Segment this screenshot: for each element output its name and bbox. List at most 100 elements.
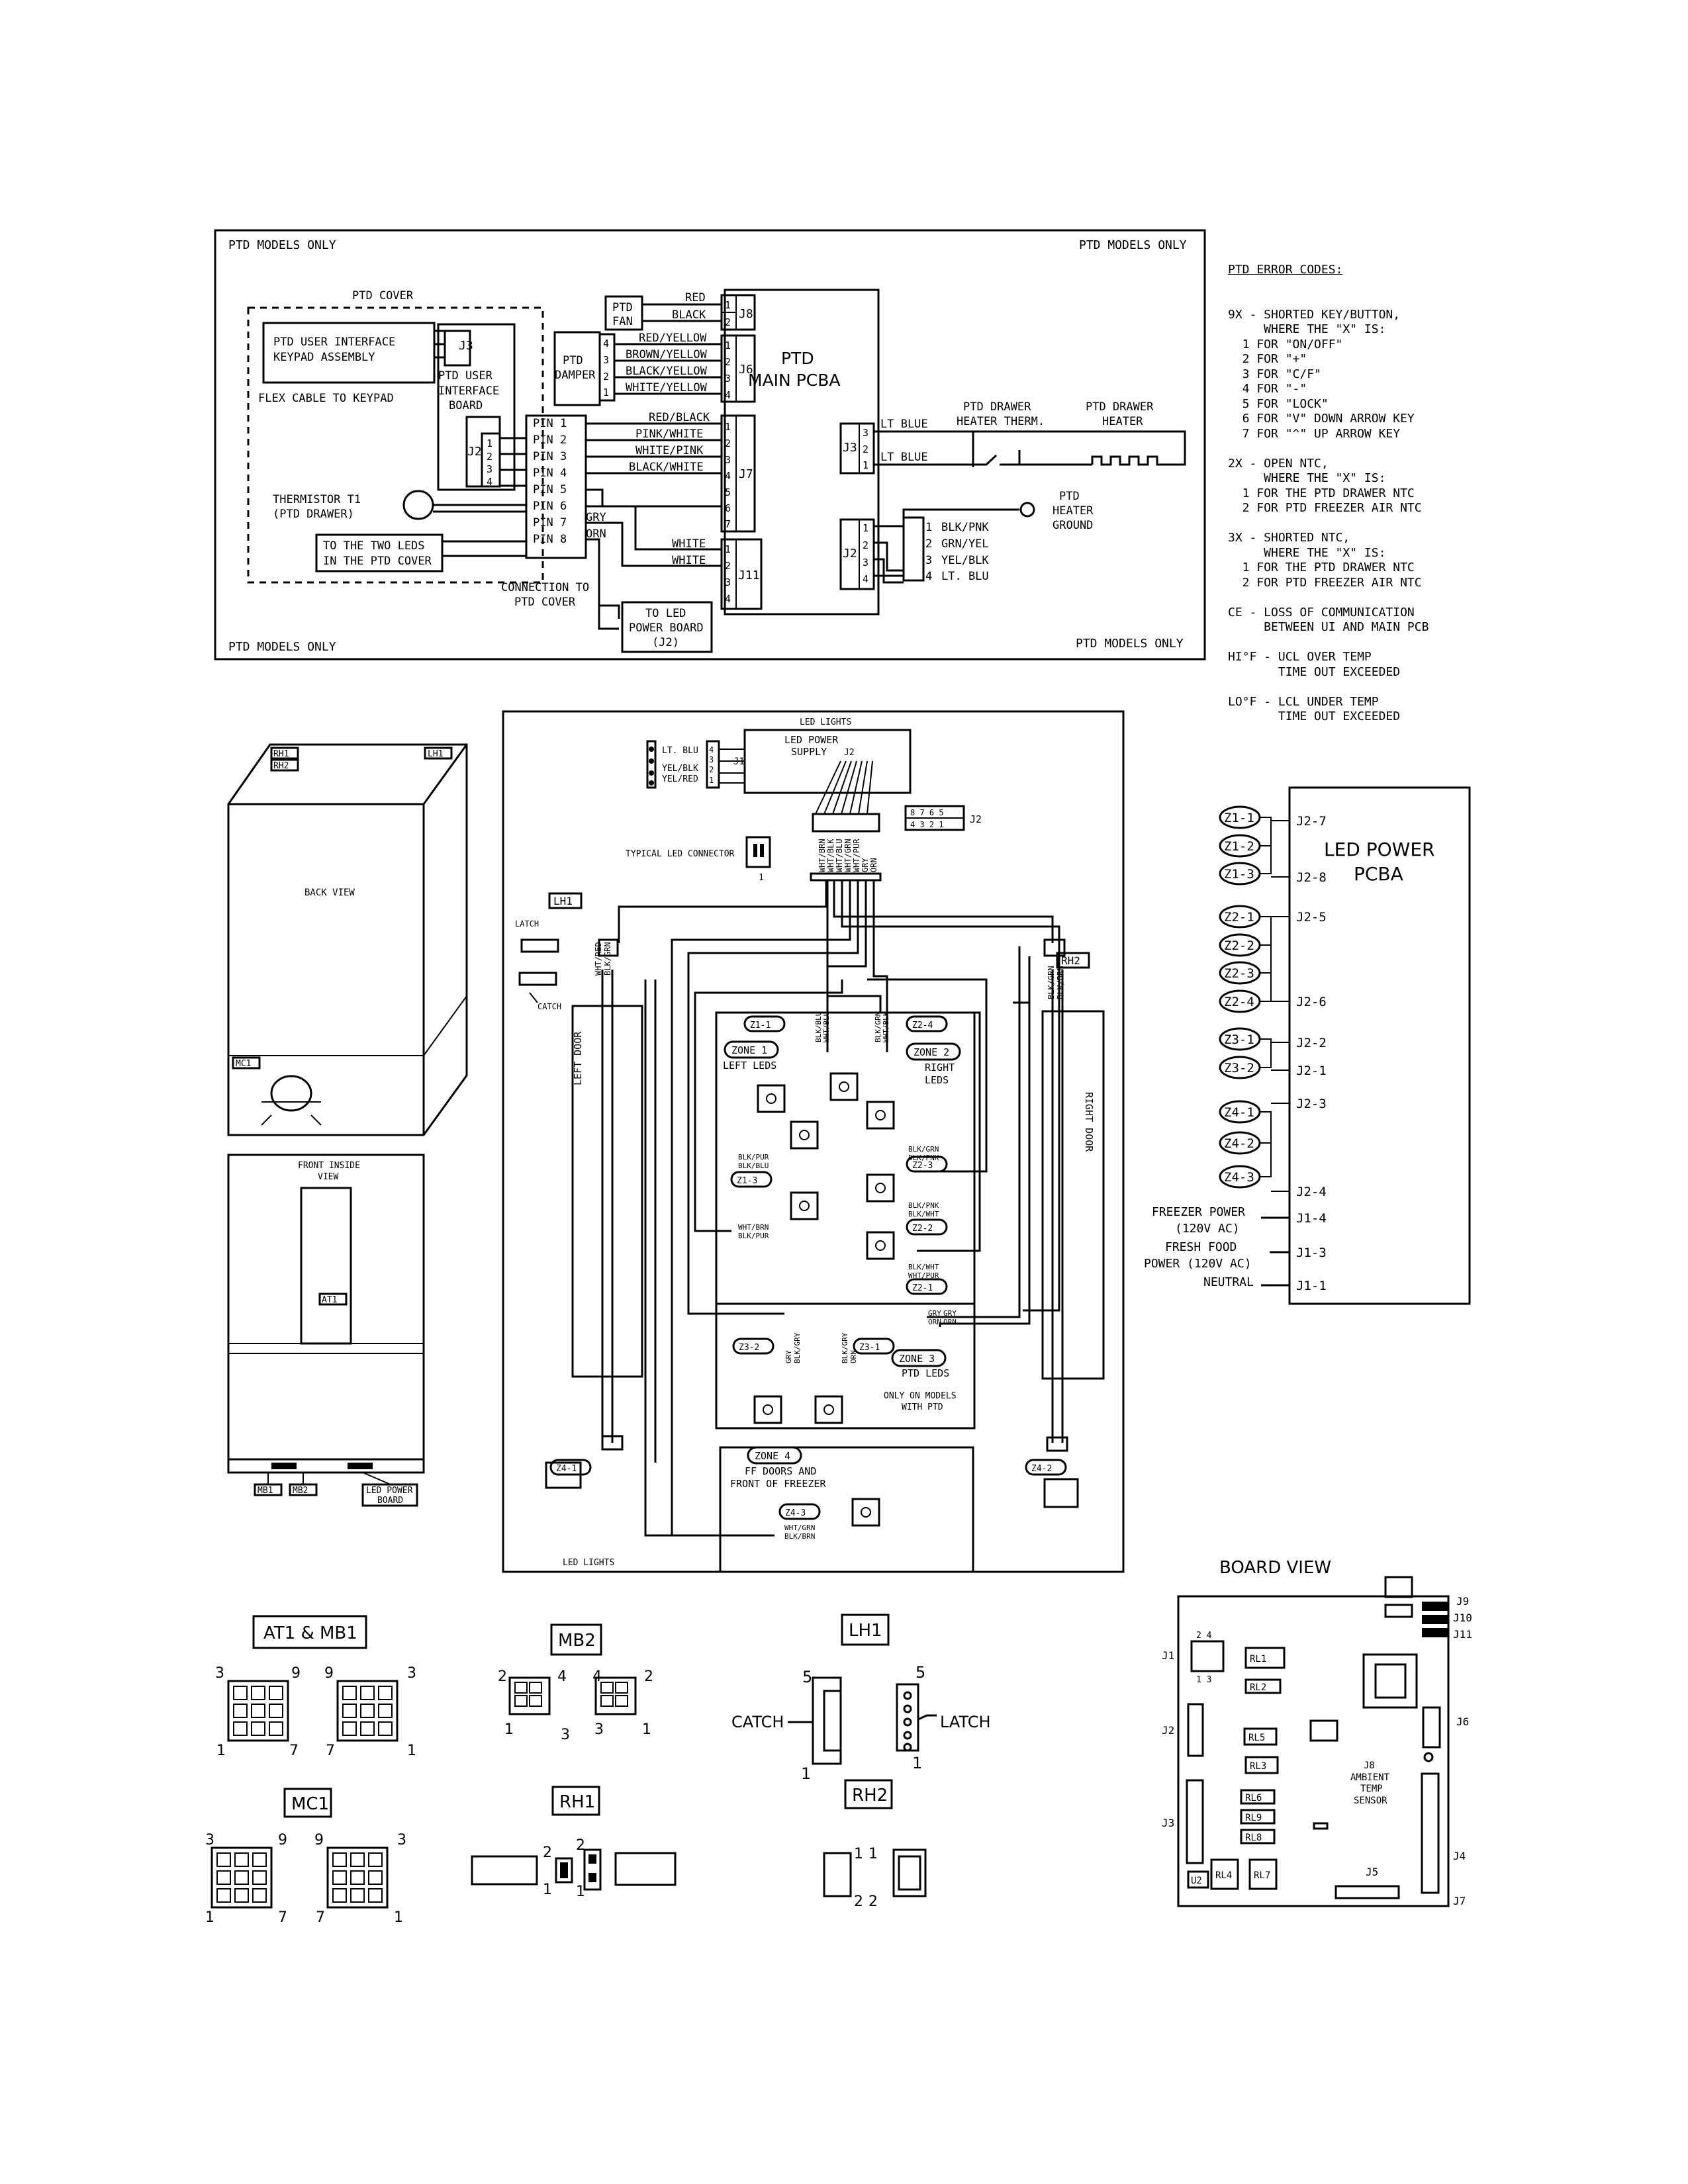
led-module-10 [851, 1498, 880, 1527]
zone3-sub: PTD LEDS [902, 1367, 949, 1379]
thermistor-label-1: THERMISTOR T1 [273, 493, 361, 506]
bundle-wire-2: WHT/BLK [826, 839, 835, 872]
svg-text:2: 2 [576, 1837, 585, 1854]
ptd-error-codes: PTD ERROR CODES: 9X - SHORTED KEY/BUTTON… [1228, 233, 1506, 739]
lh-wire-1: WHT/RED [594, 942, 603, 976]
led-lights-schematic: LED LIGHTS LED LIGHTS LED POWER SUPPLY J… [502, 710, 1125, 1573]
leds-cover-label-1: TO THE TWO LEDS [323, 539, 425, 553]
error-line-6: 4 FOR "-" [1228, 382, 1307, 396]
error-line-11: 2X - OPEN NTC, [1228, 456, 1329, 471]
svg-text:5: 5 [802, 1668, 812, 1686]
svg-text:1: 1 [854, 1846, 863, 1862]
ptd-schematic: PTD MODELS ONLY PTD MODELS ONLY PTD MODE… [214, 229, 1206, 660]
pcba-zone-label-4: Z2-1 [1224, 910, 1254, 925]
keypad-label-1: PTD USER INTERFACE [273, 336, 395, 349]
led-top-label: LED LIGHTS [800, 717, 851, 727]
zone1-sub: LEFT LEDS [723, 1060, 776, 1071]
pcba-pin-3: J2-5 [1296, 910, 1327, 925]
board-j8-2: AMBIENT [1350, 1772, 1390, 1783]
therm-label-2: HEATER THERM. [957, 415, 1045, 428]
thermistor-label-2: (PTD DRAWER) [273, 508, 354, 521]
svg-text:2: 2 [725, 316, 731, 328]
j2-wire-3: YEL/BLK [941, 554, 989, 567]
svg-text:1: 1 [863, 459, 868, 471]
error-line-8: 6 FOR "V" DOWN ARROW KEY [1228, 412, 1415, 426]
lt-blue-2: LT BLUE [880, 451, 928, 464]
pcba-title-2: PCBA [1354, 863, 1403, 885]
svg-text:4: 4 [725, 593, 731, 605]
zone-wire-3: BLK/GRN [874, 1012, 882, 1042]
error-line-19: 2 FOR PTD FREEZER AIR NTC [1228, 575, 1422, 590]
board-j8-1: J8 [1364, 1760, 1375, 1771]
error-line-21: CE - LOSS OF COMMUNICATION [1228, 605, 1415, 619]
svg-text:4 3 2 1: 4 3 2 1 [910, 820, 944, 829]
zone-tag-12 [778, 1503, 821, 1520]
svg-text:7: 7 [725, 518, 731, 530]
ui-j3-label: J3 [459, 339, 473, 353]
zone-tag-6 [906, 1218, 948, 1236]
svg-text:2: 2 [498, 1668, 507, 1685]
svg-text:7: 7 [316, 1909, 325, 1926]
zone-wire-18: ORN [943, 1318, 957, 1326]
svg-text:9: 9 [278, 1832, 287, 1848]
j2-wire-2: GRN/YEL [941, 537, 989, 551]
svg-text:1 3: 1 3 [1196, 1675, 1211, 1685]
board-j8-4: SENSOR [1354, 1796, 1387, 1806]
orn-wire-label: ORN [586, 527, 606, 541]
relay-7 [1240, 1829, 1276, 1844]
zone-wire-22: ORN [849, 1350, 858, 1363]
relay-label-8: RL4 [1215, 1870, 1232, 1881]
led-module-5 [790, 1191, 819, 1220]
led-board-label-3: (J2) [652, 636, 679, 649]
zone-tag-label-1: Z1-1 [750, 1021, 771, 1030]
back-view-cabinet [227, 743, 468, 1136]
svg-text:1: 1 [642, 1721, 651, 1738]
neutral-label: NEUTRAL [1203, 1275, 1254, 1289]
board-j2: J2 [1162, 1724, 1174, 1737]
board-view: BOARD VIEW J9 J10 J11 J1 2 41 3 J2 J3 J4… [1162, 1558, 1472, 1907]
supply-label-2: SUPPLY [791, 746, 827, 758]
led-module-4 [866, 1101, 895, 1130]
zone2-header: ZONE 2 [914, 1046, 949, 1058]
zone-tag-label-11: Z4-2 [1031, 1464, 1052, 1474]
error-line-14: 2 FOR PTD FREEZER AIR NTC [1228, 501, 1422, 515]
pcba-zone-label-5: Z2-2 [1224, 938, 1254, 953]
svg-text:2 4: 2 4 [1196, 1631, 1212, 1641]
error-line-20 [1228, 590, 1506, 606]
pcba-zone-label-2: Z1-2 [1224, 839, 1254, 854]
zone4-header-oval [747, 1446, 802, 1465]
ui-board-label-3: BOARD [449, 399, 483, 412]
pcba-title-1: LED POWER [1324, 839, 1435, 860]
pin-label-7: PIN 7 [533, 516, 567, 529]
right-door-strip [1041, 1010, 1105, 1380]
flex-cable-label: FLEX CABLE TO KEYPAD [258, 392, 394, 405]
svg-text:2: 2 [543, 1844, 552, 1861]
board-j1: J1 [1162, 1649, 1174, 1662]
pcba-zone-label-11: Z4-2 [1224, 1136, 1254, 1151]
zone-tag-4 [906, 1015, 948, 1032]
error-line-7: 5 FOR "LOCK" [1228, 396, 1329, 411]
zone2-header-oval [906, 1042, 961, 1061]
pcba-pin-6: J2-1 [1296, 1064, 1327, 1078]
svg-text:7: 7 [289, 1743, 299, 1759]
cab-led-board-2: BOARD [377, 1496, 403, 1506]
svg-text:1: 1 [487, 437, 492, 449]
error-line-18: 1 FOR THE PTD DRAWER NTC [1228, 561, 1415, 574]
relay-8 [1210, 1858, 1239, 1890]
zone-wire-14: WHT/PUR [908, 1271, 939, 1280]
led-board-label-1: TO LED [645, 607, 686, 620]
svg-text:5: 5 [915, 1663, 925, 1682]
j1-wire-2: YEL/BLK [662, 764, 698, 774]
error-line-24: HI°F - UCL OVER TEMP [1228, 650, 1372, 664]
j8-label: J8 [739, 307, 753, 321]
zone-wire-20: BLK/GRY [793, 1332, 802, 1363]
led-module-6 [866, 1173, 895, 1203]
svg-text:3: 3 [725, 454, 731, 466]
supply-j2: J2 [844, 748, 855, 758]
svg-text:5: 5 [725, 486, 731, 498]
rh-wire-1: BLK/GRN [1047, 966, 1056, 999]
front-view-cabinet [227, 1154, 425, 1474]
relay-label-3: RL5 [1248, 1733, 1265, 1743]
